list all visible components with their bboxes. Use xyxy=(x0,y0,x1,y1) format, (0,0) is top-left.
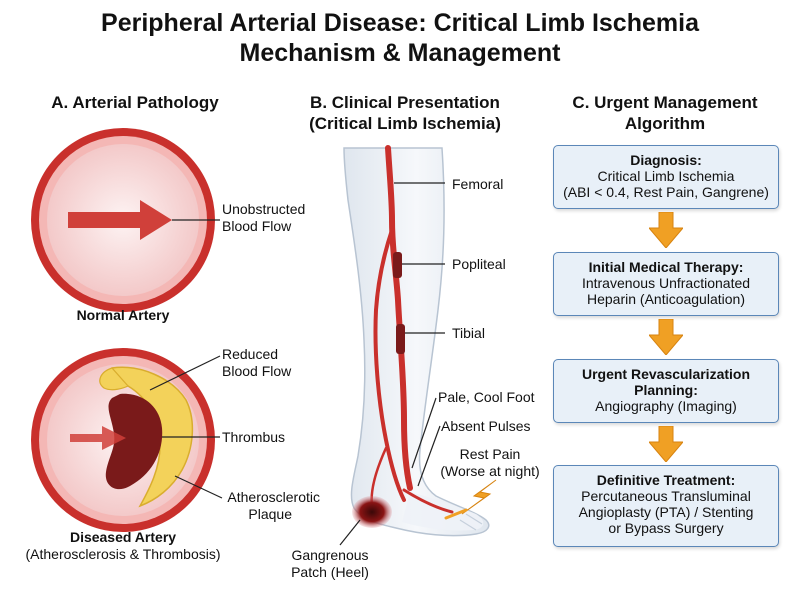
leader-line-absent-pulses xyxy=(417,425,441,487)
step-medical-therapy-line-1: Intravenous Unfractionated xyxy=(581,275,751,291)
step-medical-therapy-line-2: Heparin (Anticoagulation) xyxy=(587,291,745,307)
step-revascularization-box: Urgent Revascularization Planning: Angio… xyxy=(553,359,779,423)
title-line-1: Peripheral Arterial Disease: Critical Li… xyxy=(101,9,699,37)
leader-line-reduced-flow xyxy=(149,355,221,391)
rest-pain-line-2: (Worse at night) xyxy=(440,463,540,479)
leader-line-plaque xyxy=(174,475,223,499)
reduced-flow-arrow-icon xyxy=(70,426,126,450)
rest-pain-line-1: Rest Pain xyxy=(459,446,521,462)
step-definitive-treatment-box: Definitive Treatment: Percutaneous Trans… xyxy=(553,465,779,547)
popliteal-label: Popliteal xyxy=(452,256,506,272)
gangrene-line-2: Patch (Heel) xyxy=(291,564,369,580)
step-revascularization-title-1: Urgent Revascularization xyxy=(581,366,751,382)
foot-artery-branch xyxy=(402,488,454,514)
gangrene-patch xyxy=(352,496,392,528)
step-definitive-treatment-line-2: Angioplasty (PTA) / Stenting xyxy=(578,504,754,520)
leader-line-gangrene xyxy=(339,519,361,546)
thrombus-label: Thrombus xyxy=(222,429,286,445)
plaque-line-2: Plaque xyxy=(248,506,292,522)
femoral-label: Femoral xyxy=(452,176,504,192)
section-a-heading: A. Arterial Pathology xyxy=(51,93,219,112)
toe-lines xyxy=(459,513,483,531)
rest-pain-label: Rest Pain (Worse at night) xyxy=(434,446,546,480)
tibial-artery-branch xyxy=(373,228,406,502)
unobstructed-flow-line-1: Unobstructed xyxy=(222,201,306,217)
diseased-artery-subcaption: (Atherosclerosis & Thrombosis) xyxy=(25,546,221,562)
step-diagnosis-line-2: (ABI < 0.4, Rest Pain, Gangrene) xyxy=(563,184,769,200)
pain-lightning-icon xyxy=(461,479,497,515)
step-revascularization-line-1: Angiography (Imaging) xyxy=(595,398,737,414)
unobstructed-flow-line-2: Blood Flow xyxy=(222,218,292,234)
section-c-heading: C. Urgent Management Algorithm xyxy=(545,92,785,134)
step-definitive-treatment-line-3: or Bypass Surgery xyxy=(608,520,724,536)
gangrene-line-1: Gangrenous xyxy=(291,547,369,563)
flow-arrow-down-icon xyxy=(649,426,683,462)
step-diagnosis-title: Diagnosis: xyxy=(630,152,702,168)
diseased-artery-caption: Diseased Artery xyxy=(69,529,177,545)
unobstructed-flow-label: Unobstructed Blood Flow xyxy=(222,201,305,235)
reduced-flow-label: Reduced Blood Flow xyxy=(222,346,291,380)
pain-lightning-tail xyxy=(444,508,468,520)
popliteal-occlusion xyxy=(393,252,402,278)
thrombus-shape xyxy=(105,393,163,490)
flow-arrow-icon xyxy=(68,200,172,240)
reduced-flow-line-2: Blood Flow xyxy=(222,363,292,379)
gangrene-label: Gangrenous Patch (Heel) xyxy=(280,547,380,581)
diseased-artery-caption-block: Diseased Artery (Atherosclerosis & Throm… xyxy=(8,529,238,563)
tibial-label: Tibial xyxy=(452,325,485,341)
step-medical-therapy-title: Initial Medical Therapy: xyxy=(588,259,744,275)
step-medical-therapy-box: Initial Medical Therapy: Intravenous Unf… xyxy=(553,252,779,316)
flow-arrow-down-icon xyxy=(649,212,683,248)
pale-foot-label: Pale, Cool Foot xyxy=(438,389,535,405)
flow-arrow-down-icon xyxy=(649,319,683,355)
step-diagnosis-box: Diagnosis: Critical Limb Ischemia (ABI <… xyxy=(553,145,779,209)
normal-artery-diagram xyxy=(31,128,220,312)
reduced-flow-line-1: Reduced xyxy=(222,346,279,362)
normal-artery-caption: Normal Artery xyxy=(76,307,170,323)
title-line-2: Mechanism & Management xyxy=(239,39,561,67)
section-b-heading: B. Clinical Presentation (Critical Limb … xyxy=(285,92,525,134)
section-c-heading-line-1: C. Urgent Management xyxy=(572,93,758,112)
step-revascularization-title-2: Planning: xyxy=(634,382,698,398)
diseased-artery-diagram xyxy=(31,348,223,532)
step-definitive-treatment-line-1: Percutaneous Transluminal xyxy=(581,488,751,504)
plaque-line-1: Atherosclerotic xyxy=(227,489,320,505)
page-title: Peripheral Arterial Disease: Critical Li… xyxy=(0,8,800,68)
section-b-heading-line-1: B. Clinical Presentation xyxy=(310,93,500,112)
plaque-label: Atherosclerotic Plaque xyxy=(200,489,320,523)
leg-diagram xyxy=(339,145,497,546)
step-diagnosis-line-1: Critical Limb Ischemia xyxy=(597,168,735,184)
section-b-heading-line-2: (Critical Limb Ischemia) xyxy=(309,114,501,133)
step-definitive-treatment-title: Definitive Treatment: xyxy=(596,472,736,488)
plaque-cap xyxy=(99,367,129,391)
femoral-artery-path xyxy=(385,145,413,491)
leg-outline xyxy=(343,147,490,537)
leader-line-pale-foot xyxy=(411,397,437,469)
absent-pulses-label: Absent Pulses xyxy=(441,418,531,434)
tibial-occlusion xyxy=(396,324,405,354)
section-c-heading-line-2: Algorithm xyxy=(624,114,706,133)
